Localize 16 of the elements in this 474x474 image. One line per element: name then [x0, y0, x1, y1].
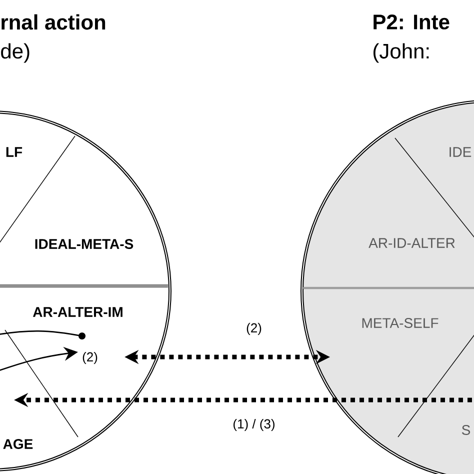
edge-label: (2) — [82, 352, 98, 364]
node-label: de) — [1, 43, 30, 63]
sector-label: IDEAL-META-S — [35, 239, 134, 249]
arrow — [0, 330, 86, 340]
sector-label: AGE — [3, 439, 33, 449]
edge-label: (1) / (3) — [234, 418, 274, 432]
sector-label: AR-ALTER-IM — [32, 307, 122, 317]
edge-label: (2) — [246, 322, 262, 336]
node-label: (John: — [374, 43, 429, 63]
node-label: P2: Inte — [374, 14, 450, 30]
sector-label: IDE — [450, 147, 472, 157]
sector-label: LF — [6, 147, 22, 157]
node-label: rnal action — [2, 14, 106, 30]
sector-label: META-SELF — [362, 318, 438, 328]
sector-label: AR-ID-ALTER — [368, 238, 455, 248]
sector-label: S — [462, 425, 470, 435]
